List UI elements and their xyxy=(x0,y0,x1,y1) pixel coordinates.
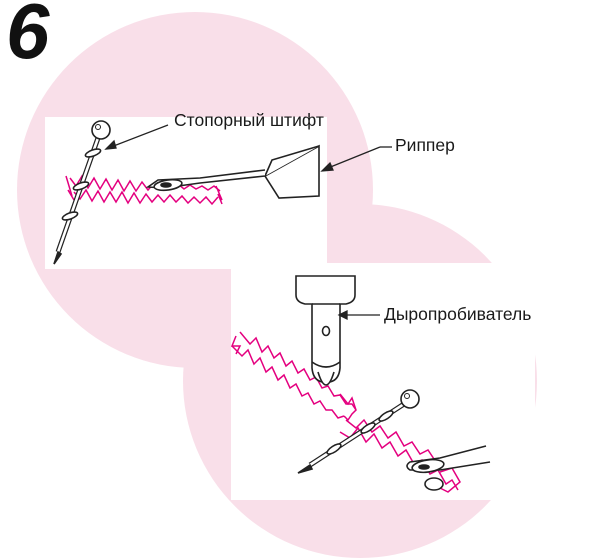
hole-punch-label: Дыропробиватель xyxy=(384,306,531,324)
step-number: 6 xyxy=(6,0,49,70)
stop-pin-label: Стопорный штифт xyxy=(174,112,324,130)
bottom-panel xyxy=(231,263,535,500)
ripper-label: Риппер xyxy=(395,137,455,155)
